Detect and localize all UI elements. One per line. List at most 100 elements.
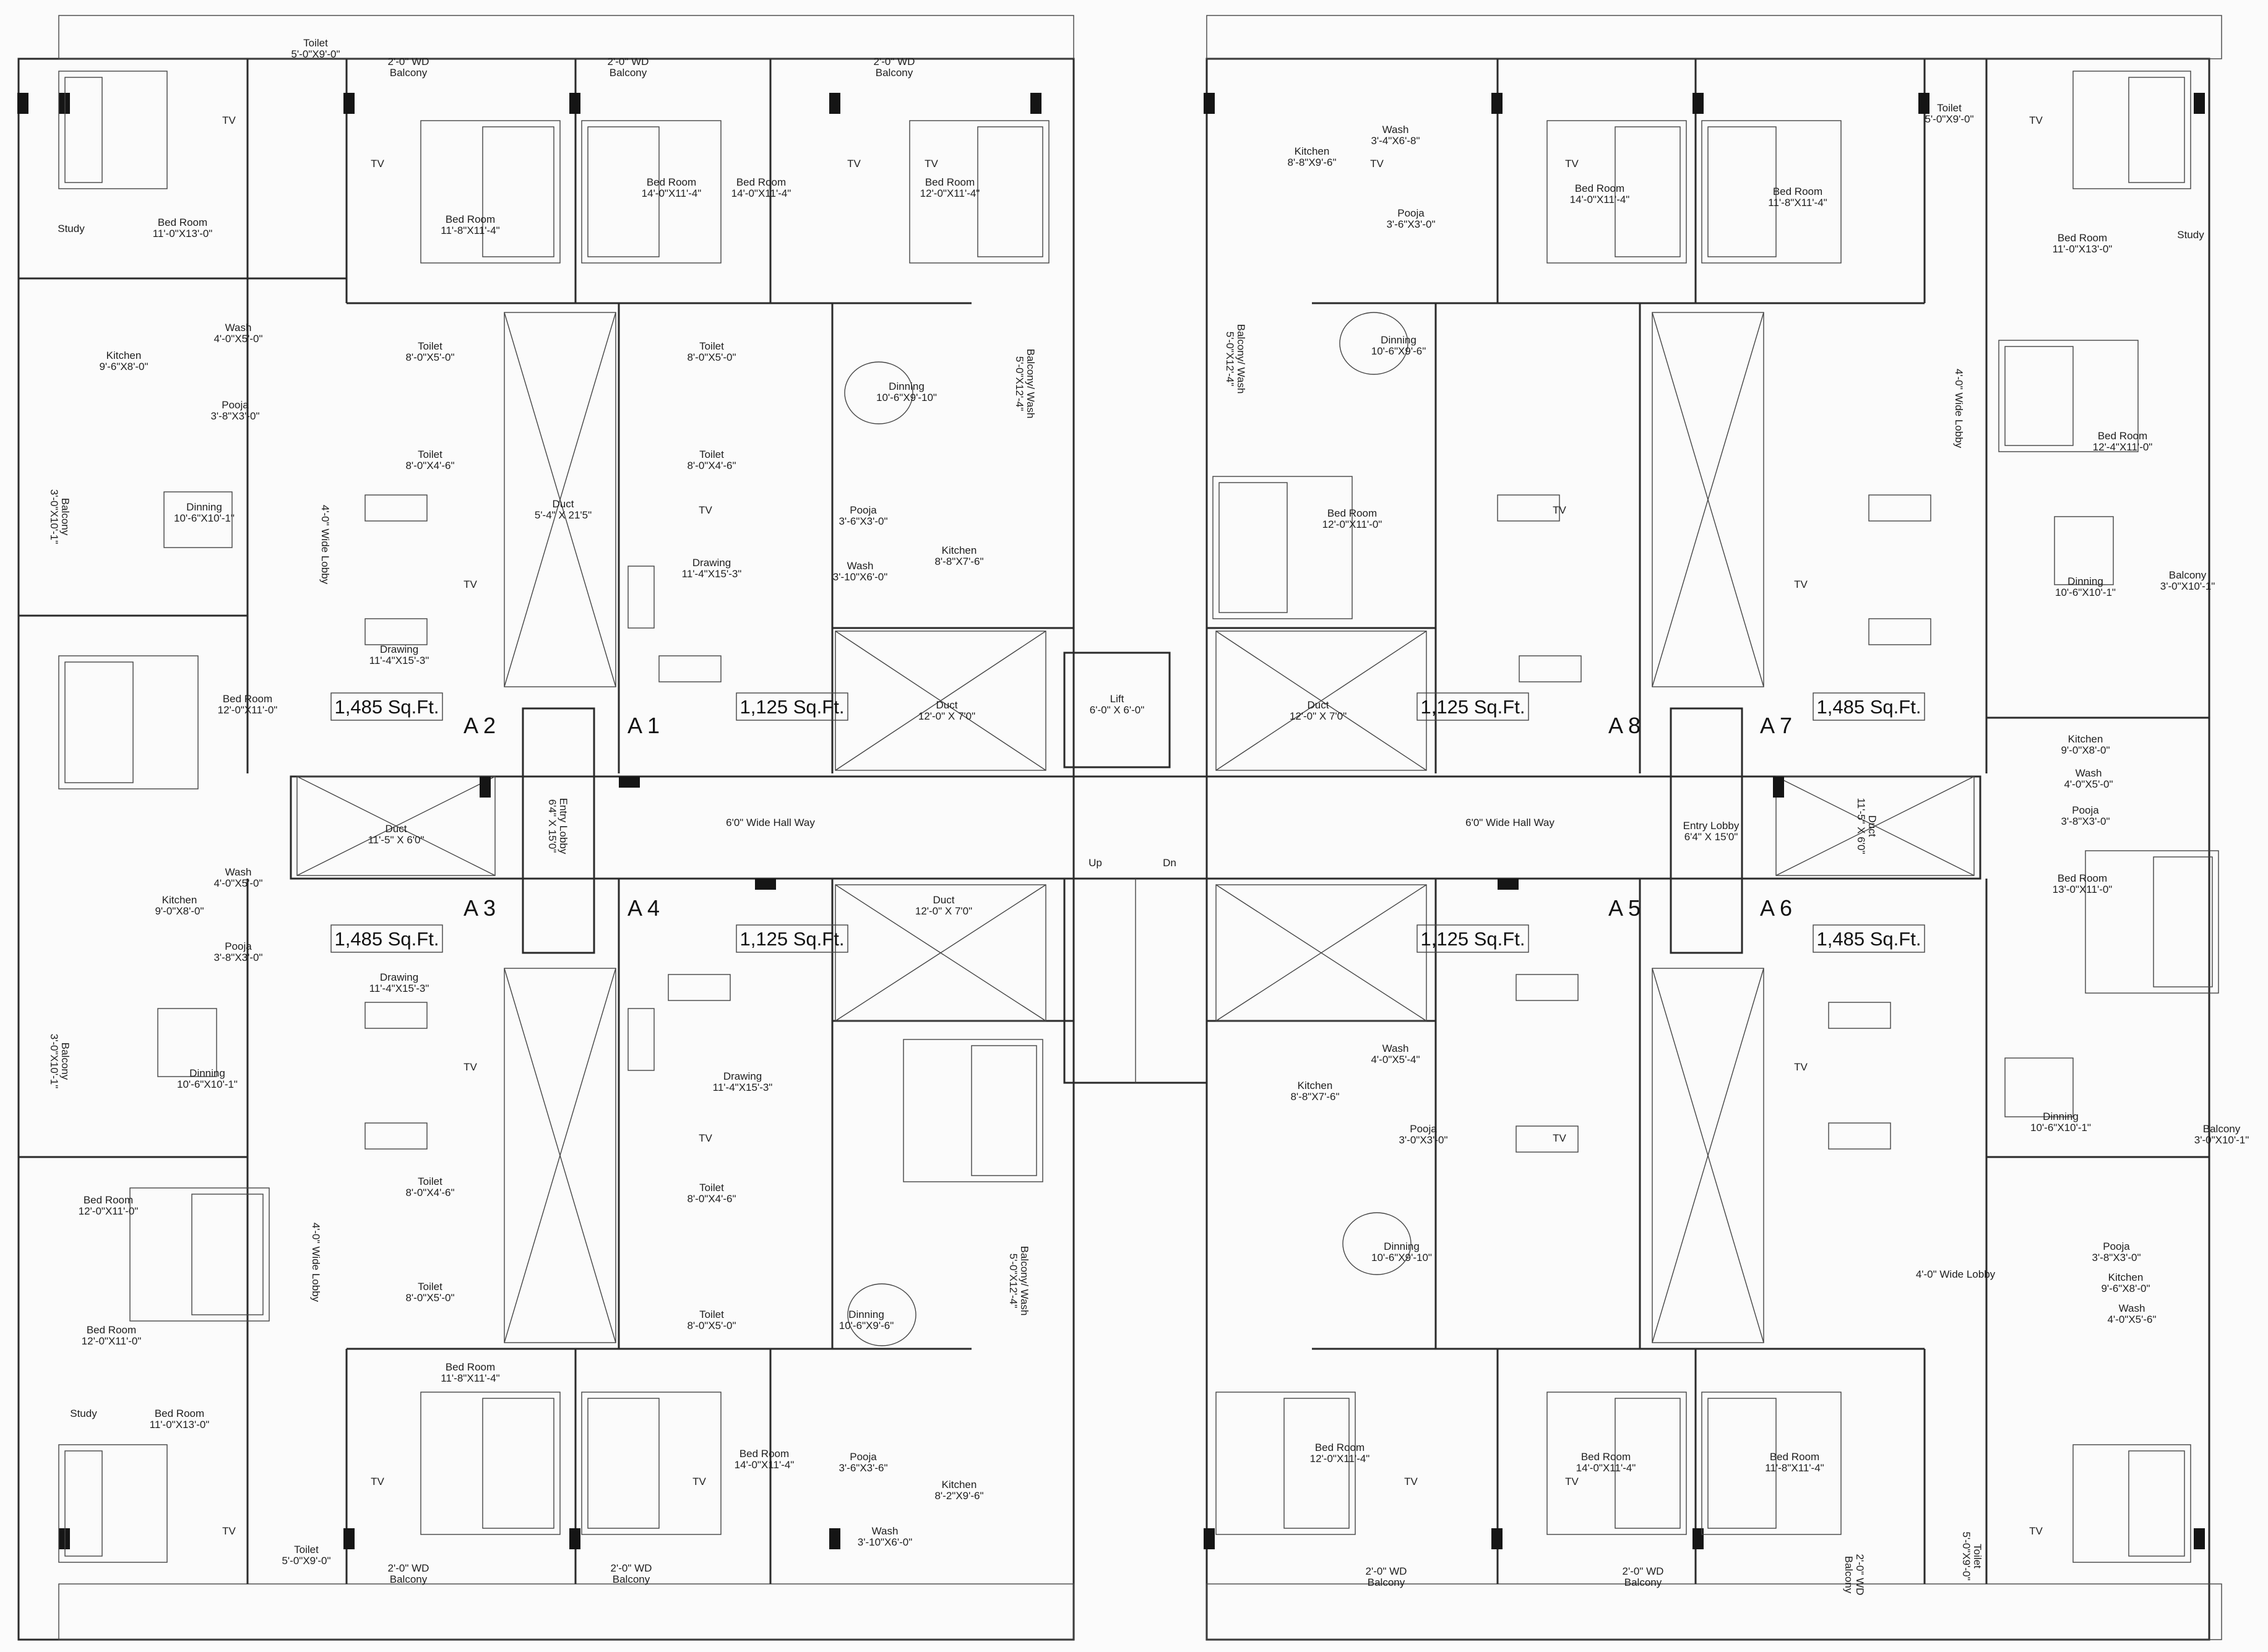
- unit-tag: A 1: [627, 713, 660, 738]
- room-label: Balcony/ Wash5'-0"X12'-4": [1007, 1246, 1030, 1316]
- unit-a4: 1,125 Sq.Ft.A 4: [627, 895, 848, 953]
- unit-area: 1,125 Sq.Ft.: [740, 696, 845, 718]
- room-label: 6'0" Wide Hall Way: [1465, 817, 1554, 828]
- room-label: 4'-0" Wide Lobby: [310, 1223, 322, 1302]
- area-box: [1813, 924, 1925, 953]
- unit-a7: 1,485 Sq.Ft.A 7: [1760, 692, 1925, 738]
- unit-tag: A 8: [1608, 713, 1641, 738]
- room-label: Balcony3'-0"X10'-1": [48, 489, 71, 544]
- unit-a1: 1,125 Sq.Ft. A 1: [627, 692, 848, 738]
- tv-label: TV: [1794, 1061, 1808, 1073]
- room-label: 6'0" Wide Hall Way: [726, 817, 815, 828]
- tv-label: TV: [1404, 1476, 1418, 1487]
- unit-tag: A 5: [1608, 895, 1641, 921]
- unit-a8: 1,125 Sq.Ft. A 8: [1416, 692, 1641, 738]
- unit-tags: 1,485 Sq.Ft.A 21,125 Sq.Ft.A 11,125 Sq.F…: [330, 692, 1925, 953]
- unit-area: 1,125 Sq.Ft.: [1421, 696, 1525, 718]
- tv-label: TV: [464, 1061, 477, 1073]
- unit-a5: 1,125 Sq.Ft.A 5: [1416, 895, 1641, 953]
- room-label: Toilet5'-0"X9'-0": [1960, 1531, 1983, 1580]
- room-label: Up: [1089, 857, 1102, 869]
- room-label: Study: [58, 223, 85, 234]
- columns: [17, 93, 2205, 1549]
- unit-tag: A 6: [1760, 895, 1792, 921]
- ducts: [296, 312, 1975, 1343]
- unit-area: 1,125 Sq.Ft.: [740, 928, 845, 950]
- tv-label: TV: [222, 114, 236, 126]
- unit-tag: A 2: [464, 713, 496, 738]
- room-label: Balcony/ Wash5'-0"X12'-4": [1224, 324, 1247, 394]
- room-label: 2'-0" WDBalcony: [1843, 1554, 1866, 1596]
- room-label: Duct11'-5" X 6'0": [1855, 798, 1878, 854]
- tv-label: TV: [371, 158, 384, 170]
- tv-label: TV: [699, 1132, 712, 1144]
- tv-label: TV: [699, 504, 712, 516]
- area-box: [736, 924, 848, 953]
- unit-tag: A 7: [1760, 713, 1792, 738]
- room-label: 4'-0" Wide Lobby: [319, 505, 331, 585]
- tv-label: TV: [371, 1476, 384, 1487]
- unit-a2: 1,485 Sq.Ft.A 2: [330, 692, 496, 738]
- unit-a6: 1,485 Sq.Ft.A 6: [1760, 895, 1925, 953]
- area-box: [736, 692, 848, 721]
- area-box: [330, 692, 443, 721]
- area-box: [1813, 692, 1925, 721]
- room-label: 4'-0" Wide Lobby: [1953, 369, 1965, 449]
- unit-a3: 1,485 Sq.Ft.A 3: [330, 895, 496, 953]
- room-label: Entry Lobby6'4" X 15'0": [546, 798, 569, 854]
- entry-lobbies: [522, 707, 1743, 954]
- unit-area: 1,485 Sq.Ft.: [335, 928, 439, 950]
